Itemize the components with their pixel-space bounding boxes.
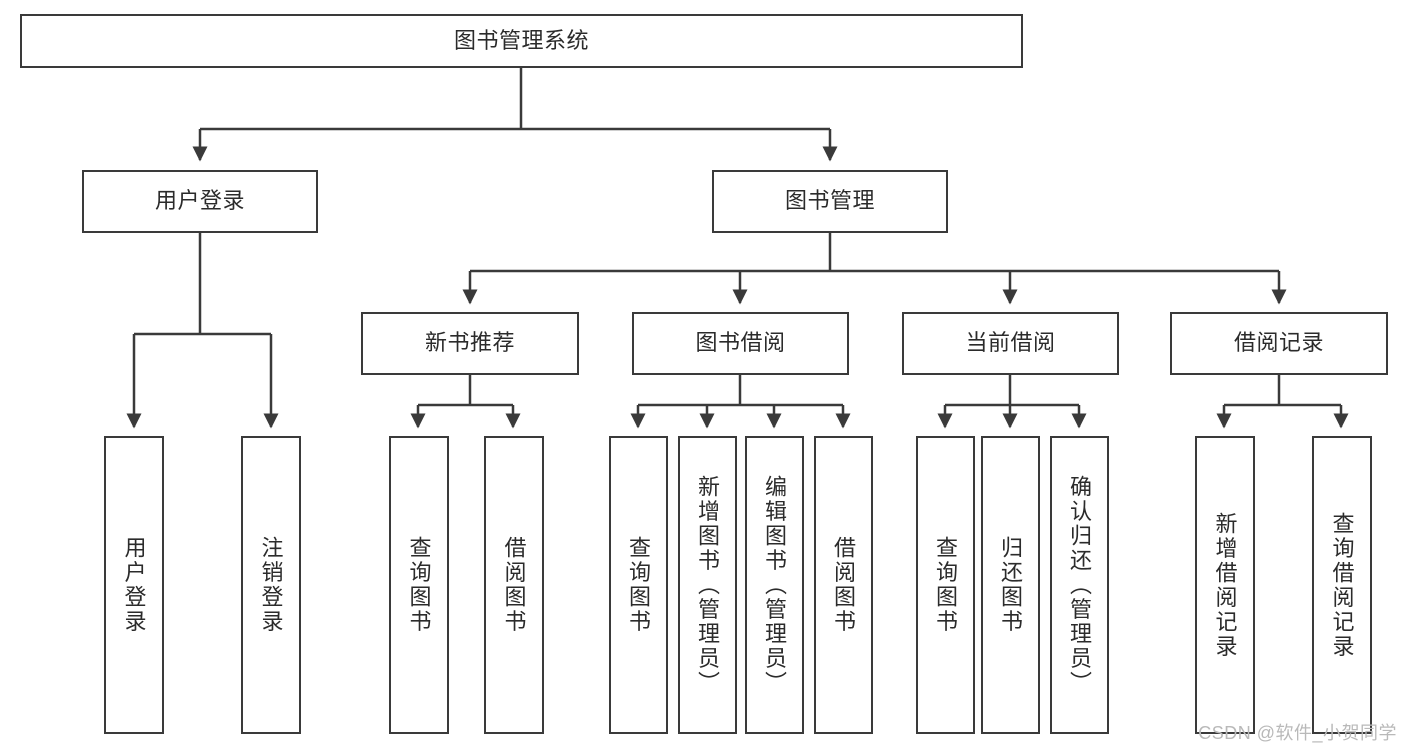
- leaf-user-login-login-label: 用户登录: [121, 536, 147, 634]
- leaf-user-login-login[interactable]: 用户登录: [104, 436, 164, 734]
- node-root[interactable]: 图书管理系统: [20, 14, 1023, 68]
- leaf-user-login-logout[interactable]: 注销登录: [241, 436, 301, 734]
- node-book-management[interactable]: 图书管理: [712, 170, 948, 233]
- node-book-borrow-label: 图书借阅: [695, 330, 786, 356]
- leaf-recommend-borrow-book-label: 借阅图书: [501, 536, 527, 634]
- leaf-borrow-borrow-book-label: 借阅图书: [831, 536, 857, 634]
- leaf-records-query-record-label: 查询借阅记录: [1329, 511, 1355, 659]
- leaf-records-add-record[interactable]: 新增借阅记录: [1195, 436, 1255, 734]
- node-user-login[interactable]: 用户登录: [82, 170, 318, 233]
- node-borrow-records-label: 借阅记录: [1233, 330, 1324, 356]
- leaf-borrow-query-book[interactable]: 查询图书: [609, 436, 668, 734]
- leaf-current-confirm-return[interactable]: 确认归还（管理员）: [1050, 436, 1109, 734]
- leaf-current-return-book[interactable]: 归还图书: [981, 436, 1040, 734]
- leaf-borrow-add-book[interactable]: 新增图书（管理员）: [678, 436, 737, 734]
- node-book-borrow[interactable]: 图书借阅: [632, 312, 849, 375]
- leaf-recommend-borrow-book[interactable]: 借阅图书: [484, 436, 544, 734]
- leaf-borrow-edit-book-label: 编辑图书（管理员）: [762, 474, 788, 696]
- node-user-login-label: 用户登录: [154, 188, 245, 214]
- leaf-current-return-book-label: 归还图书: [998, 536, 1024, 634]
- node-current-borrow[interactable]: 当前借阅: [902, 312, 1119, 375]
- leaf-current-query-book-label: 查询图书: [933, 536, 959, 634]
- node-root-label: 图书管理系统: [453, 27, 589, 53]
- leaf-current-query-book[interactable]: 查询图书: [916, 436, 975, 734]
- node-book-management-label: 图书管理: [784, 188, 875, 214]
- leaf-recommend-query-book-label: 查询图书: [406, 536, 432, 634]
- leaf-borrow-borrow-book[interactable]: 借阅图书: [814, 436, 873, 734]
- leaf-recommend-query-book[interactable]: 查询图书: [389, 436, 449, 734]
- leaf-borrow-query-book-label: 查询图书: [626, 536, 652, 634]
- watermark: CSDN @软件_小贺同学: [1198, 723, 1397, 743]
- leaf-records-query-record[interactable]: 查询借阅记录: [1312, 436, 1372, 734]
- node-current-borrow-label: 当前借阅: [965, 330, 1056, 356]
- leaf-current-confirm-return-label: 确认归还（管理员）: [1067, 474, 1093, 696]
- node-new-book-recommend[interactable]: 新书推荐: [361, 312, 579, 375]
- leaf-borrow-add-book-label: 新增图书（管理员）: [695, 474, 721, 696]
- leaf-user-login-logout-label: 注销登录: [258, 536, 284, 634]
- leaf-borrow-edit-book[interactable]: 编辑图书（管理员）: [745, 436, 804, 734]
- node-borrow-records[interactable]: 借阅记录: [1170, 312, 1388, 375]
- leaf-records-add-record-label: 新增借阅记录: [1212, 511, 1238, 659]
- node-new-book-recommend-label: 新书推荐: [424, 330, 515, 356]
